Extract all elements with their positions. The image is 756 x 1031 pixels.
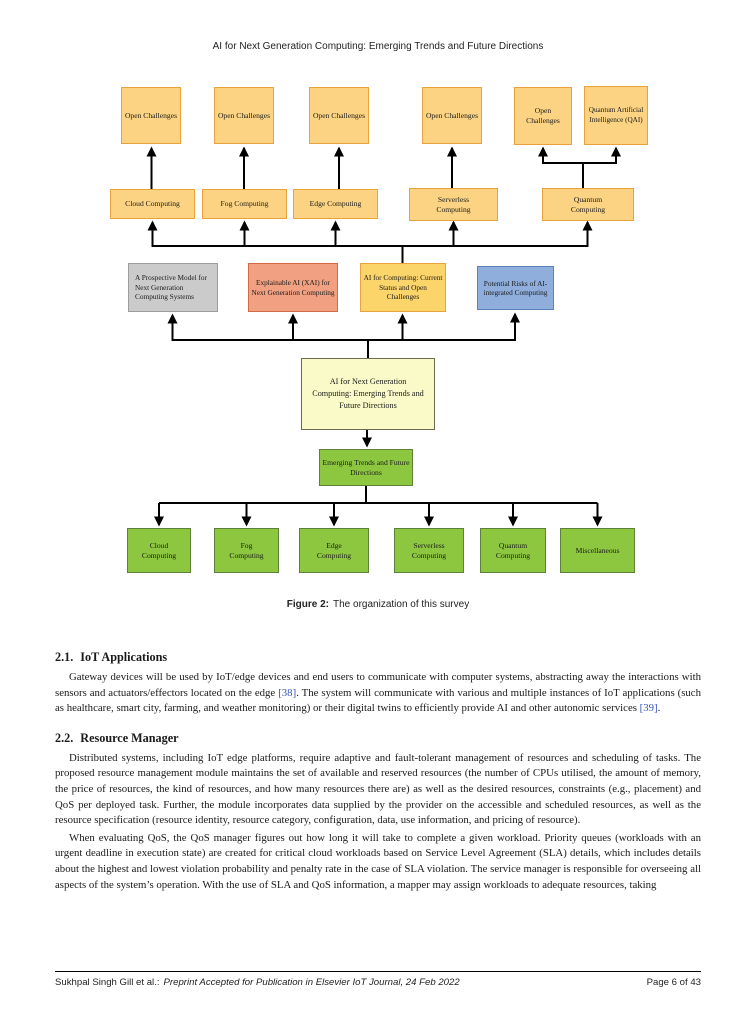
figure-2-diagram: Open Challenges Open Challenges Open Cha… xyxy=(0,80,756,585)
box-label: Open Challenges xyxy=(217,110,271,120)
box-bottom-edge: Edge Computing xyxy=(299,528,369,573)
paragraph-iot-applications: Gateway devices will be used by IoT/edge… xyxy=(55,670,701,717)
box-survey-title: AI for Next Generation Computing: Emergi… xyxy=(301,358,435,430)
figure-connectors xyxy=(146,146,621,527)
section-heading-resource-manager: 2.2. Resource Manager xyxy=(55,731,701,746)
box-fog-computing: Fog Computing xyxy=(202,189,287,219)
box-label: Open Challenges xyxy=(124,110,178,120)
box-explainable-ai: Explainable AI (XAI) for Next Generation… xyxy=(248,263,338,312)
paragraph-text: . The system will communicate with vario… xyxy=(55,686,701,715)
box-open-challenges-serverless: Open Challenges xyxy=(422,87,482,144)
paragraph-resource-manager-2: When evaluating QoS, the QoS manager fig… xyxy=(55,831,701,891)
box-label: Open Challenges xyxy=(425,110,479,120)
box-bottom-quantum: Quantum Computing xyxy=(480,528,546,573)
box-label: A Prospective Model for Next Generation … xyxy=(135,273,207,302)
box-open-challenges-quantum: Open Challenges xyxy=(514,87,572,145)
body-content: 2.1. IoT Applications Gateway devices wil… xyxy=(55,650,701,895)
paragraph-text: . xyxy=(657,702,661,715)
box-bottom-serverless: Serverless Computing xyxy=(394,528,464,573)
box-label: AI for Next Generation Computing: Emergi… xyxy=(312,376,424,411)
figure-caption-label: Figure 2: xyxy=(286,599,330,610)
box-label: Open Challenges xyxy=(526,106,560,125)
box-label: Cloud Computing xyxy=(141,540,177,560)
figure-caption-text: The organization of this survey xyxy=(333,599,470,610)
box-label: Fog Computing xyxy=(229,540,264,560)
box-label: Serverless Computing xyxy=(436,194,471,214)
box-serverless-computing: Serverless Computing xyxy=(409,188,498,221)
box-label: Emerging Trends and Future Directions xyxy=(322,457,410,477)
box-bottom-fog: Fog Computing xyxy=(214,528,279,573)
box-bottom-cloud: Cloud Computing xyxy=(127,528,191,573)
page-footer: Sukhpal Singh Gill et al.:Preprint Accep… xyxy=(55,977,701,988)
box-emerging-trends: Emerging Trends and Future Directions xyxy=(319,449,413,486)
box-edge-computing: Edge Computing xyxy=(293,189,378,219)
footer-rule xyxy=(55,971,701,972)
section-number: 2.1. xyxy=(55,650,74,664)
box-quantum-artificial-intelligence: Quantum Artificial Intelligence (QAI) xyxy=(584,86,648,145)
box-label: Serverless Computing xyxy=(411,540,447,560)
box-label: Quantum Artificial Intelligence (QAI) xyxy=(588,106,644,124)
footer-note: Preprint Accepted for Publication in Els… xyxy=(163,977,460,988)
citation-38[interactable]: [38] xyxy=(278,686,297,699)
box-prospective-model: A Prospective Model for Next Generation … xyxy=(128,263,218,312)
box-label: Quantum Computing xyxy=(495,540,531,560)
box-open-challenges-fog: Open Challenges xyxy=(214,87,274,144)
paragraph-text: Gateway devices will be used by IoT/edge… xyxy=(55,671,701,699)
citation-39[interactable]: [39] xyxy=(639,702,658,715)
box-cloud-computing: Cloud Computing xyxy=(110,189,195,219)
box-label: Explainable AI (XAI) for Next Generation… xyxy=(251,278,335,297)
running-header: AI for Next Generation Computing: Emergi… xyxy=(212,41,544,52)
figure-caption: Figure 2:The organization of this survey xyxy=(0,599,756,610)
section-number: 2.2. xyxy=(55,730,74,745)
box-label: Miscellaneous xyxy=(575,545,620,555)
box-label: Quantum Computing xyxy=(570,194,606,214)
box-open-challenges-edge: Open Challenges xyxy=(309,87,369,144)
box-open-challenges-cloud: Open Challenges xyxy=(121,87,181,144)
box-label: Edge Computing xyxy=(309,199,362,209)
box-quantum-computing: Quantum Computing xyxy=(542,188,634,221)
box-ai-for-computing: AI for Computing: Current Status and Ope… xyxy=(360,263,446,312)
box-label: Edge Computing xyxy=(316,540,352,560)
box-bottom-miscellaneous: Miscellaneous xyxy=(560,528,635,573)
footer-authors: Sukhpal Singh Gill et al.: xyxy=(55,977,160,988)
section-heading-iot-applications: 2.1. IoT Applications xyxy=(55,650,701,665)
section-title: Resource Manager xyxy=(80,730,179,745)
box-label: Open Challenges xyxy=(312,110,366,120)
footer-page-number: Page 6 of 43 xyxy=(646,977,701,988)
box-label: Fog Computing xyxy=(220,199,269,209)
footer-left: Sukhpal Singh Gill et al.:Preprint Accep… xyxy=(55,977,460,988)
box-label: AI for Computing: Current Status and Ope… xyxy=(363,273,443,302)
box-label: Cloud Computing xyxy=(125,199,180,209)
section-title: IoT Applications xyxy=(80,650,168,664)
box-potential-risks: Potential Risks of AI-integrated Computi… xyxy=(477,266,554,310)
box-label: Potential Risks of AI-integrated Computi… xyxy=(483,278,548,297)
paragraph-resource-manager-1: Distributed systems, including IoT edge … xyxy=(55,751,701,827)
